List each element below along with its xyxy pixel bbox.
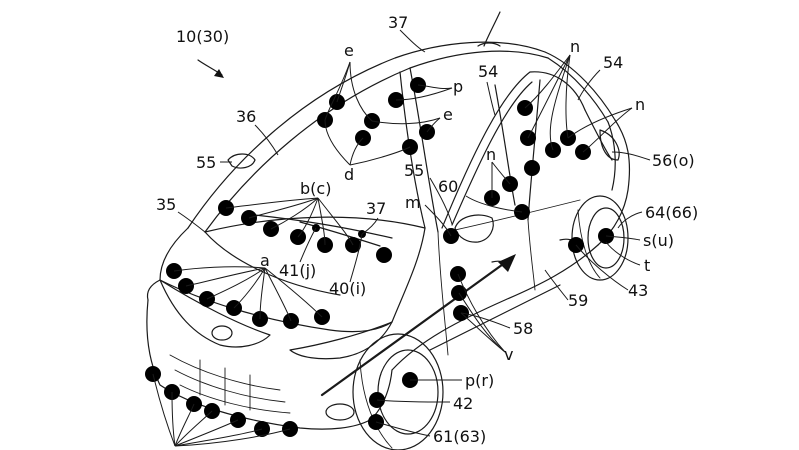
label-37-mid: 37 <box>366 199 386 218</box>
label-54-right: 54 <box>603 53 623 72</box>
label-m: m <box>405 193 421 212</box>
label-10-30: 10(30) <box>176 27 229 46</box>
label-54-left: 54 <box>478 62 498 81</box>
label-41-j: 41(j) <box>279 261 316 280</box>
label-e-right: e <box>443 105 453 124</box>
label-61-63: 61(63) <box>433 427 486 446</box>
marker-cowl-7 <box>376 247 392 263</box>
label-60: 60 <box>438 177 458 196</box>
label-37-top: 37 <box>388 13 408 32</box>
label-b-c: b(c) <box>300 179 331 198</box>
label-p-roof: p <box>453 77 463 96</box>
label-43: 43 <box>628 281 648 300</box>
label-36: 36 <box>236 107 256 126</box>
label-s-u: s(u) <box>643 231 674 250</box>
label-42: 42 <box>453 394 473 413</box>
label-35: 35 <box>156 195 176 214</box>
marker-pillar-n-6 <box>524 160 540 176</box>
label-v: v <box>504 345 513 364</box>
label-a: a <box>260 251 270 270</box>
label-n-top: n <box>570 37 580 56</box>
label-d: d <box>344 165 354 184</box>
label-58: 58 <box>513 319 533 338</box>
car-outline <box>146 11 631 450</box>
label-64-66: 64(66) <box>645 203 698 222</box>
label-59: 59 <box>568 291 588 310</box>
label-56-o: 56(o) <box>652 151 695 170</box>
label-n-right: n <box>635 95 645 114</box>
label-t: t <box>644 256 650 275</box>
label-40-i: 40(i) <box>329 279 366 298</box>
sensor-markers <box>145 77 614 437</box>
label-e-top: e <box>344 41 354 60</box>
label-n-mid: n <box>486 145 496 164</box>
label-p-r: p(r) <box>465 371 494 390</box>
label-55-mid: 55 <box>404 161 424 180</box>
reference-labels: 10(30) 37 e p e 54 n 54 n 36 55 d 56(o) … <box>156 13 698 446</box>
leader-lines <box>152 29 651 447</box>
label-55-left: 55 <box>196 153 216 172</box>
